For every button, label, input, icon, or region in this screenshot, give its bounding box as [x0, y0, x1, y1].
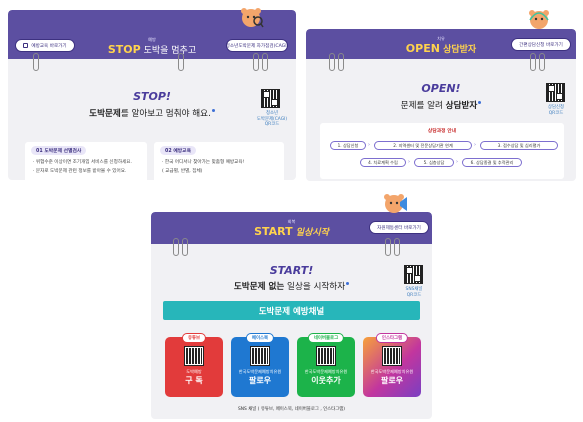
- screening-line: · 위험수준 이상이면 조기개입 서비스를 신청하세요.: [33, 160, 132, 165]
- sns-footer-note: SNS 채널 ( 유튜브, 페이스북, 네이버블로그 , 인스타그램): [237, 407, 346, 412]
- instagram-qr-code[interactable]: [382, 346, 402, 366]
- binder-ring: [33, 53, 39, 71]
- binder-ring: [178, 53, 184, 71]
- binder-ring: [182, 238, 188, 256]
- instagram-tag: 인스타그램: [375, 333, 409, 343]
- mascot-magnifier-icon: [240, 6, 264, 28]
- naver-blog-neighbor-label: 이웃추가: [311, 376, 341, 385]
- cagi-selfcheck-button[interactable]: 청소년도박문제 자가점검(CAGI): [226, 39, 288, 52]
- open-headline: OPEN!: [421, 82, 461, 95]
- start-subline: 도박문제 없는 일상을 시작하자: [151, 280, 432, 292]
- naver-blog-channel-name: 한국도박문제예방치유원: [304, 369, 348, 374]
- counsel-qr-code[interactable]: [546, 83, 565, 102]
- prevention-channel-bar: 도박문제 예방채널: [163, 301, 420, 320]
- binder-ring: [338, 53, 344, 71]
- instagram-follow-label: 팔로우: [380, 376, 404, 385]
- education-line: · 한국 어디서나 찾아가는 맞춤형 예방교육!: [162, 160, 245, 165]
- binder-ring: [253, 53, 259, 71]
- naver-blog-qr-code[interactable]: [316, 346, 336, 366]
- process-step: 6. 상담종결 및 추적관리: [462, 158, 522, 167]
- panel-open-header: 치유 OPEN 상담받자 간편상담신청 바로가기: [306, 29, 576, 59]
- stop-headline: STOP!: [133, 90, 171, 103]
- counsel-process-title: 상담과정 안내: [427, 129, 457, 134]
- naver-blog-tag: 네이버블로그: [307, 333, 345, 343]
- stop-subline: 도박문제를 알아보고 멈춰야 해요.: [8, 107, 296, 119]
- screening-line: · 문자로 도박문제 관련 정보를 받아볼 수 있어요.: [33, 169, 127, 174]
- youtube-qr-code[interactable]: [184, 346, 204, 366]
- mascot-megaphone-icon: [384, 192, 408, 214]
- panel-start: 회복 START 일상시작 자원제동센터 바로가기 START! 도박문제 없는…: [151, 212, 432, 419]
- open-eyebrow: 치유: [437, 36, 445, 41]
- facebook-qr-code[interactable]: [250, 346, 270, 366]
- facebook-channel-card[interactable]: 페이스북 한국도박문제예방치유원 팔로우: [231, 333, 289, 397]
- mascot-headset-icon: [527, 8, 551, 30]
- process-step: 5. 심층상담: [414, 158, 454, 167]
- instagram-channel-name: 한국도박문제예방치유원: [370, 369, 414, 374]
- arrow-right-icon: ›: [474, 142, 476, 148]
- education-tag: 02 예방교육: [160, 146, 196, 155]
- panel-stop: 예방교육 바로가기 예방 STOP 도박을 멈추고 청소년도박문제 자가점검(C…: [8, 10, 296, 180]
- dot-icon: [211, 109, 215, 113]
- stop-header-title: STOP 도박을 멈추고: [107, 43, 197, 56]
- arrow-right-icon: ›: [456, 159, 458, 165]
- binder-ring: [539, 53, 545, 71]
- education-box: 02 예방교육 · 한국 어디서나 찾아가는 맞춤형 예방교육! ( 교급별, …: [154, 142, 284, 180]
- cagi-qr-caption: 청소년 도박문제(CAGI) QR코드: [256, 111, 288, 127]
- process-step: 2. 지역센터 및 전문상담기관 연계: [374, 141, 472, 150]
- binder-ring: [173, 238, 179, 256]
- youtube-channel-card[interactable]: 유튜브 도박예방 구 독: [165, 333, 223, 397]
- document-icon: [23, 43, 29, 48]
- start-header-title: START 일상시작: [254, 225, 329, 238]
- binder-ring: [329, 53, 335, 71]
- cagi-selfcheck-label: 청소년도박문제 자가점검(CAGI): [225, 43, 289, 49]
- prevention-education-label: 예방교육 바로가기: [31, 43, 67, 49]
- youtube-channel-name: 도박예방: [186, 369, 202, 374]
- binder-ring: [262, 53, 268, 71]
- facebook-channel-name: 한국도박문제예방치유원: [238, 369, 282, 374]
- youtube-tag: 유튜브: [181, 333, 207, 343]
- arrow-right-icon: ›: [368, 142, 370, 148]
- prevention-education-button[interactable]: 예방교육 바로가기: [15, 39, 75, 52]
- quick-counsel-button[interactable]: 간편상담신청 바로가기: [511, 38, 571, 51]
- binder-ring: [394, 238, 400, 256]
- facebook-tag: 페이스북: [245, 333, 275, 343]
- instagram-channel-card[interactable]: 인스타그램 한국도박문제예방치유원 팔로우: [363, 333, 421, 397]
- process-step: 1. 상담신청: [330, 141, 366, 150]
- binder-ring: [385, 238, 391, 256]
- sns-qr-code[interactable]: [404, 265, 423, 284]
- binder-ring: [530, 53, 536, 71]
- youtube-subscribe-label: 구 독: [185, 376, 203, 385]
- counsel-qr-caption: 상담신청 QR코드: [547, 105, 565, 116]
- start-headline: START!: [269, 264, 314, 277]
- process-step: 4. 치료계획 수립: [360, 158, 406, 167]
- open-subline: 문제를 알려 상담받자: [306, 99, 576, 111]
- screening-box: 01 도박문제 선별검사 · 위험수준 이상이면 조기개입 서비스를 신청하세요…: [25, 142, 147, 180]
- counsel-process-box: 상담과정 안내 1. 상담신청 › 2. 지역센터 및 전문상담기관 연계 › …: [320, 123, 564, 179]
- cagi-qr-code[interactable]: [261, 89, 280, 108]
- open-header-title: OPEN 상담받자: [405, 42, 477, 55]
- naver-blog-channel-card[interactable]: 네이버블로그 한국도박문제예방치유원 이웃추가: [297, 333, 355, 397]
- process-step: 3. 접수상담 및 심리평가: [480, 141, 558, 150]
- dot-icon: [346, 282, 350, 286]
- sns-qr-caption: SNS채널 QR코드: [405, 287, 423, 298]
- arrow-right-icon: ›: [408, 159, 410, 165]
- panel-open: 치유 OPEN 상담받자 간편상담신청 바로가기 OPEN! 문제를 알려 상담…: [306, 29, 576, 181]
- screening-tag: 01 도박문제 선별검사: [31, 146, 87, 155]
- dot-icon: [478, 101, 482, 105]
- stop-eyebrow: 예방: [148, 37, 156, 42]
- recovery-center-label: 자원제동센터 바로가기: [377, 225, 421, 231]
- start-eyebrow: 회복: [287, 219, 296, 224]
- education-line: ( 교급별, 반별, 집체): [162, 169, 203, 174]
- recovery-center-button[interactable]: 자원제동센터 바로가기: [369, 221, 429, 234]
- facebook-follow-label: 팔로우: [248, 376, 272, 385]
- quick-counsel-label: 간편상담신청 바로가기: [519, 42, 563, 48]
